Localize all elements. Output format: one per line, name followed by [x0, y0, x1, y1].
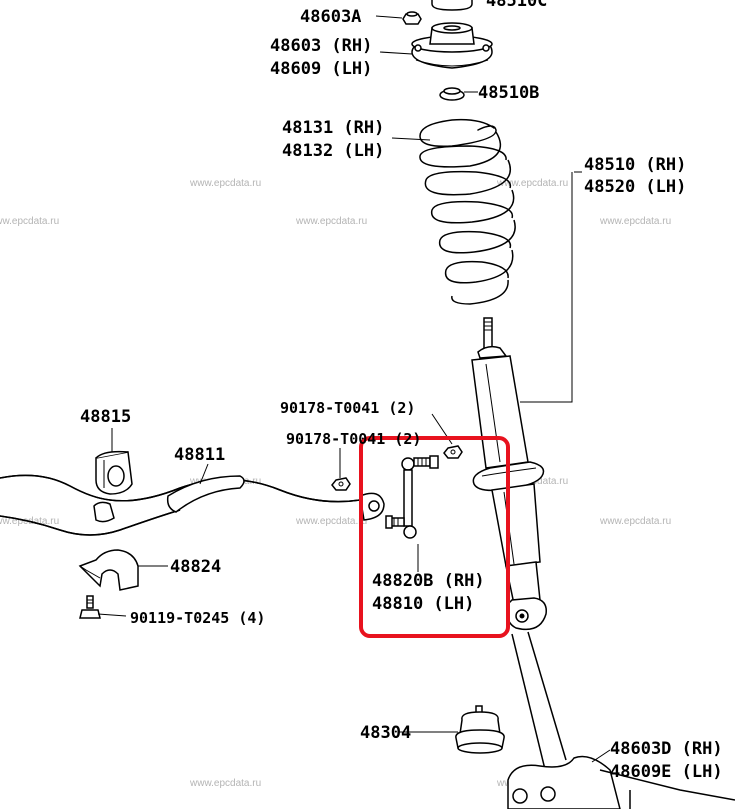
link-nut-upper-drawing: [443, 445, 463, 459]
label-48815[interactable]: 48815: [80, 407, 131, 427]
label-48603d-rh[interactable]: 48603D (RH): [610, 739, 723, 759]
coil-spring-drawing: [419, 118, 516, 305]
label-90178-t0041-upper[interactable]: 90178-T0041 (2): [280, 399, 415, 417]
label-48132-lh[interactable]: 48132 (LH): [282, 141, 384, 161]
stabilizer-bar-drawing: [0, 474, 385, 536]
lower-arm-drawing: [507, 631, 735, 809]
watermark: www.epcdata.ru: [295, 516, 367, 527]
label-48603-rh[interactable]: 48603 (RH): [270, 36, 372, 56]
bound-stopper-drawing: [455, 705, 505, 754]
bushing-drawing: [95, 450, 133, 495]
label-48824[interactable]: 48824: [170, 557, 221, 577]
bracket-drawing: [78, 549, 139, 591]
label-48510b[interactable]: 48510B: [478, 83, 539, 103]
label-48603a[interactable]: 48603A: [300, 7, 361, 27]
mount-nut-drawing: [402, 11, 422, 25]
watermark: www.epcdata.ru: [295, 216, 367, 227]
watermark: www.epcdata.ru: [189, 778, 261, 789]
label-90178-t0041-lower[interactable]: 90178-T0041 (2): [286, 430, 421, 448]
label-48510c[interactable]: 48510C: [486, 0, 547, 11]
watermark: www.epcdata.ru: [496, 178, 568, 189]
bolt-drawing: [79, 595, 101, 619]
link-nut-lower-drawing: [331, 477, 351, 491]
label-48520-lh[interactable]: 48520 (LH): [584, 177, 686, 197]
label-48609e-lh[interactable]: 48609E (LH): [610, 762, 723, 782]
label-48811[interactable]: 48811: [174, 445, 225, 465]
label-48609-lh[interactable]: 48609 (LH): [270, 59, 372, 79]
watermark: www.epcdata.ru: [599, 516, 671, 527]
part-labels: 48603A 48510C 48603 (RH) 48609 (LH) 4851…: [80, 0, 723, 782]
top-cap-drawing: [431, 0, 473, 11]
label-90119-t0245[interactable]: 90119-T0245 (4): [130, 609, 265, 627]
label-48820b-rh[interactable]: 48820B (RH): [372, 571, 485, 591]
label-48510-rh[interactable]: 48510 (RH): [584, 155, 686, 175]
leader-lines: [97, 15, 611, 763]
watermark: www.epcdata.ru: [189, 178, 261, 189]
watermark: www.epcdata.ru: [0, 216, 59, 227]
watermark: www.epcdata.ru: [599, 216, 671, 227]
stabilizer-link-drawing: [385, 455, 439, 539]
label-48810-lh[interactable]: 48810 (LH): [372, 594, 474, 614]
highlight-box: [359, 436, 510, 638]
bump-stopper-drawing: [439, 87, 465, 101]
upper-support-drawing: [411, 22, 493, 69]
label-48131-rh[interactable]: 48131 (RH): [282, 118, 384, 138]
label-48304[interactable]: 48304: [360, 723, 411, 743]
